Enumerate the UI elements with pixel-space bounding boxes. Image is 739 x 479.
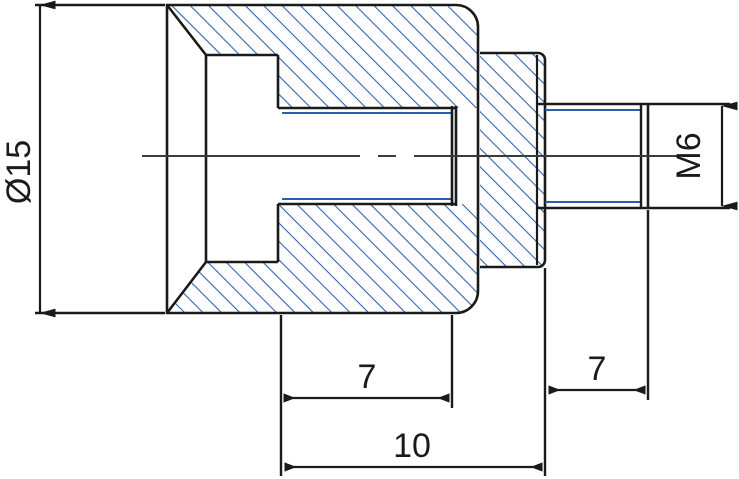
dim-label-length-7-left: 7 [358, 358, 377, 396]
dimension-diameter-15: Ø15 [0, 0, 165, 318]
dim-label-length-7-right: 7 [588, 350, 607, 388]
dimension-length-10: 10 [279, 400, 547, 476]
collar-outline [480, 51, 547, 269]
dimension-length-7-right: 7 [543, 210, 650, 400]
chamfer-line-bottom [165, 261, 208, 314]
dim-label-length-10: 10 [393, 427, 431, 465]
head-section-hatch [167, 5, 478, 313]
dimension-length-7-left: 7 [279, 315, 454, 408]
dim-label-diameter-15: Ø15 [0, 140, 38, 204]
dim-label-thread-m6: M6 [670, 132, 708, 179]
collar-section-hatch [480, 53, 545, 267]
dimension-thread-m6: M6 [648, 101, 738, 211]
chamfer-line-top [165, 4, 208, 56]
head-outline [165, 3, 480, 315]
